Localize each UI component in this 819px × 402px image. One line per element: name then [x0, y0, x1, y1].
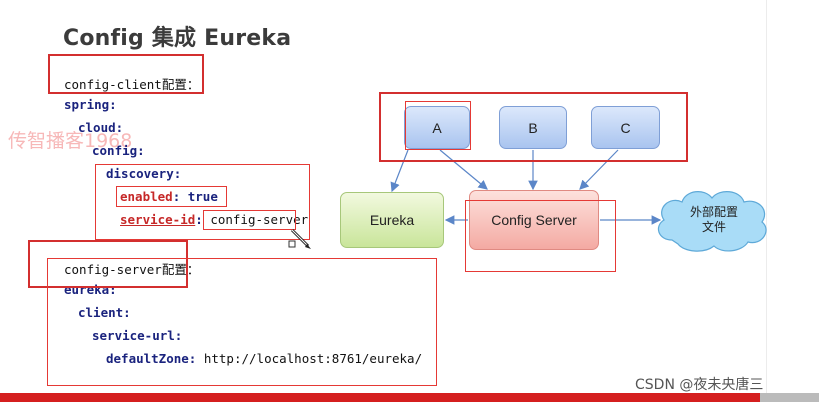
yaml-default-zone-value: http://localhost:8761/eureka/ — [203, 351, 423, 366]
bottom-bar — [0, 393, 760, 402]
slide-title: Config 集成 Eureka — [63, 26, 292, 51]
slide-edge — [766, 0, 767, 393]
server-config-highlight — [47, 258, 437, 386]
arrow-c-configserver — [579, 149, 619, 190]
client-heading-highlight — [48, 54, 204, 94]
yaml-cloud: cloud: — [78, 120, 124, 135]
bottom-bar-gray — [760, 393, 819, 402]
config-server-highlight — [465, 200, 616, 272]
yaml-spring: spring: — [64, 97, 117, 112]
yaml-eureka: eureka: — [64, 282, 117, 297]
yaml-config: config: — [92, 143, 145, 158]
yaml-enabled-key: enabled — [120, 189, 173, 204]
server-config-heading: config-server配置： — [64, 262, 200, 277]
node-b: B — [499, 106, 567, 149]
external-config-line1: 外部配置 — [689, 205, 738, 219]
cloud-shape — [657, 191, 767, 252]
pencil-icon — [288, 228, 311, 249]
yaml-service-id-value: config-server — [210, 212, 309, 227]
service-id-value-highlight — [203, 210, 296, 230]
node-c: C — [591, 106, 660, 149]
yaml-enabled-line: enabled: true — [120, 189, 218, 204]
yaml-service-id-line: service-id: config-server — [120, 212, 309, 227]
yaml-service-id-key: service-id — [120, 212, 196, 227]
node-a-highlight — [405, 101, 471, 150]
watermark-text: 传智播客1968 — [8, 130, 133, 152]
external-config-label: 外部配置 文件 — [686, 205, 742, 235]
client-config-heading: config-client配置： — [64, 77, 200, 92]
server-heading-highlight — [28, 240, 188, 288]
credit-text: CSDN @夜未央唐三 — [635, 377, 764, 393]
arrow-a-eureka — [390, 149, 409, 193]
clients-group-highlight — [379, 92, 688, 162]
yaml-default-zone-key: defaultZone — [106, 351, 189, 366]
yaml-service-url: service-url: — [92, 328, 183, 343]
external-config-line2: 文件 — [701, 220, 726, 234]
yaml-discovery: discovery: — [106, 166, 182, 181]
yaml-default-zone-line: defaultZone: http://localhost:8761/eurek… — [106, 351, 423, 366]
yaml-client: client: — [78, 305, 131, 320]
discovery-highlight — [95, 164, 310, 240]
arrow-a-configserver — [439, 149, 488, 190]
node-a: A — [404, 106, 470, 149]
yaml-enabled-value: true — [187, 189, 218, 204]
node-eureka: Eureka — [340, 192, 444, 248]
enabled-highlight — [116, 186, 227, 207]
